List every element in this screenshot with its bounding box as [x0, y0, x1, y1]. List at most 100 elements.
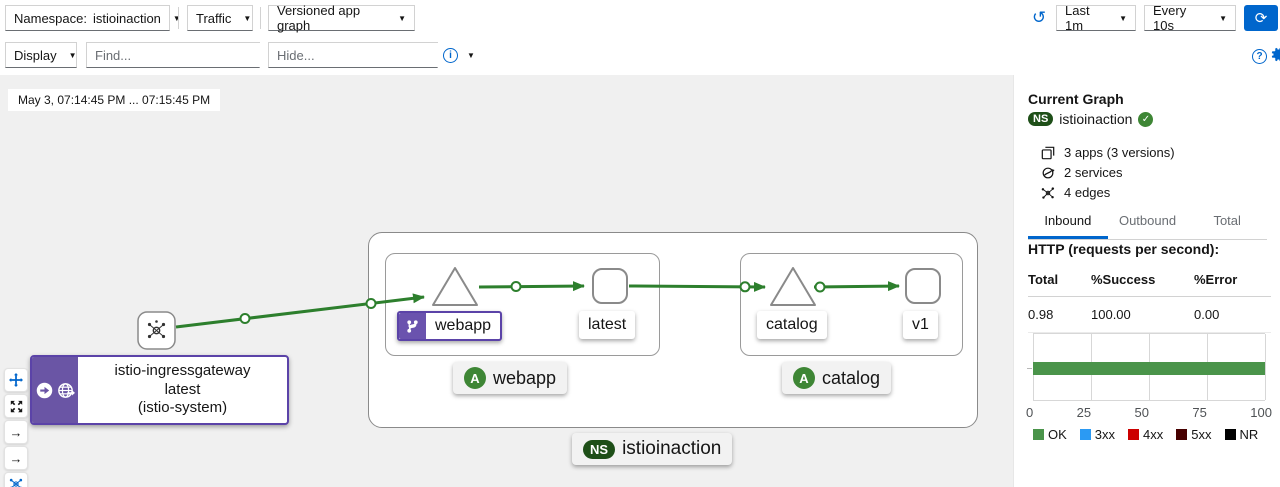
- settings-gear-icon[interactable]: [1271, 47, 1280, 62]
- gateway-node-label[interactable]: istio-ingressgateway latest (istio-syste…: [30, 355, 289, 425]
- hide-all-edges-button[interactable]: →: [4, 446, 28, 470]
- col-success: %Success: [1091, 272, 1156, 287]
- col-total: Total: [1028, 272, 1059, 287]
- tab-total[interactable]: Total: [1213, 213, 1241, 228]
- help-icon[interactable]: ?: [1252, 49, 1267, 64]
- gateway-label-text: istio-ingressgateway latest (istio-syste…: [114, 361, 251, 417]
- applications-icon: [1041, 146, 1055, 159]
- edge-waypoint: [510, 281, 522, 292]
- toolbar-divider: [260, 7, 261, 29]
- service-label-catalog[interactable]: catalog: [757, 311, 827, 339]
- graph-type-value: Versioned app graph: [277, 3, 361, 33]
- graph-type-select[interactable]: Versioned app graph ▼: [268, 3, 415, 33]
- edge-waypoint: [739, 281, 751, 293]
- col-error: %Error: [1194, 272, 1238, 287]
- refresh-button[interactable]: ⟳: [1244, 5, 1278, 31]
- hide-healthy-edges-button[interactable]: →: [4, 420, 28, 444]
- display-select[interactable]: Display ▼: [5, 42, 77, 68]
- refresh-interval-select[interactable]: Every 10s ▼: [1144, 3, 1236, 33]
- namespace-select[interactable]: Namespace: istioinaction ▼: [5, 5, 181, 31]
- app-badge: A: [464, 367, 486, 389]
- summary-apps-row: 3 apps (3 versions): [1041, 145, 1175, 160]
- node-service-webapp[interactable]: [432, 267, 478, 306]
- edge-webapp-to-latest[interactable]: [478, 281, 585, 292]
- node-service-catalog[interactable]: [770, 267, 816, 306]
- workload-label-latest[interactable]: latest: [579, 311, 636, 339]
- refresh-interval-value: Every 10s: [1153, 3, 1187, 33]
- app-group-label-catalog[interactable]: A catalog: [782, 362, 892, 394]
- tab-inbound[interactable]: Inbound: [1028, 206, 1108, 239]
- zoom-to-fit-button[interactable]: [4, 394, 28, 418]
- time-range-value: Last 1m: [1065, 3, 1090, 33]
- namespace-badge: NS: [583, 439, 616, 459]
- rps-bar: [1033, 362, 1265, 375]
- total-value: 0.98: [1028, 307, 1054, 322]
- edge-waypoint: [365, 298, 377, 309]
- http-rps-title: HTTP (requests per second):: [1028, 241, 1220, 257]
- y-axis-tick: [1027, 368, 1032, 369]
- edge-waypoint: [814, 281, 826, 293]
- time-history-icon[interactable]: ↺: [1032, 8, 1047, 27]
- hide-field: ▼: [268, 42, 475, 68]
- namespace-badge: NS: [1028, 112, 1054, 126]
- graph-layout-button[interactable]: [4, 472, 28, 487]
- chevron-down-icon: ▼: [1219, 13, 1227, 23]
- edges-icon: [1041, 186, 1055, 199]
- chevron-down-icon: ▼: [1119, 13, 1127, 23]
- find-field: ▼: [86, 42, 293, 68]
- traffic-tabs: Inbound Outbound Total: [1028, 206, 1267, 240]
- traffic-select[interactable]: Traffic ▼: [187, 5, 253, 31]
- edge-waypoint: [239, 313, 251, 324]
- legend-item: 4xx: [1128, 427, 1163, 442]
- secondary-toolbar: Display ▼ ▼ ▼ i ?: [0, 38, 1280, 75]
- refresh-icon: ⟳: [1254, 10, 1268, 27]
- panel-title: Current Graph: [1028, 91, 1124, 107]
- display-label: Display: [14, 47, 57, 63]
- node-istio-ingressgateway[interactable]: [137, 311, 176, 350]
- panel-namespace-name[interactable]: istioinaction: [1059, 111, 1133, 127]
- tab-outbound[interactable]: Outbound: [1118, 213, 1177, 228]
- table-row: 0.98 100.00 0.00: [1028, 297, 1271, 333]
- http-rates-table: Total %Success %Error 0.98 100.00 0.00: [1028, 266, 1271, 333]
- chevron-down-icon: ▼: [68, 50, 77, 60]
- services-icon: [1042, 167, 1055, 178]
- traffic-label: Traffic: [196, 10, 232, 26]
- chevron-down-icon: ▼: [172, 13, 181, 23]
- service-label-webapp[interactable]: webapp: [397, 311, 503, 341]
- legend-item: 3xx: [1079, 427, 1115, 442]
- graph-canvas[interactable]: May 3, 07:14:45 PM ... 07:15:45 PM: [0, 75, 1013, 487]
- node-workload-v1[interactable]: [905, 268, 941, 304]
- chevron-down-icon[interactable]: ▼: [467, 50, 475, 60]
- mesh-icon: [147, 320, 166, 339]
- chevron-down-icon: ▼: [398, 13, 406, 23]
- time-range-select[interactable]: Last 1m ▼: [1056, 3, 1136, 33]
- hide-input[interactable]: [269, 43, 461, 67]
- node-workload-latest[interactable]: [592, 268, 628, 304]
- error-value: 0.00: [1194, 307, 1220, 322]
- gateway-globe-icon: [57, 382, 75, 398]
- find-input[interactable]: [87, 43, 279, 67]
- workload-label-v1[interactable]: v1: [903, 311, 938, 339]
- pan-mode-button[interactable]: [4, 368, 28, 392]
- info-icon[interactable]: i: [443, 48, 458, 63]
- success-value: 100.00: [1091, 307, 1131, 322]
- app-group-label-webapp[interactable]: A webapp: [453, 362, 568, 394]
- health-check-icon: ✓: [1138, 111, 1154, 127]
- chevron-down-icon: ▼: [243, 13, 252, 23]
- graph-timestamp: May 3, 07:14:45 PM ... 07:15:45 PM: [8, 89, 221, 111]
- gateway-badges: [32, 357, 78, 423]
- graph-summary-panel: Current Graph NS istioinaction ✓ 3 apps …: [1013, 75, 1280, 487]
- namespace-value: istioinaction: [92, 10, 161, 26]
- summary-services-row: 2 services: [1041, 165, 1175, 180]
- namespace-label: Namespace:: [14, 10, 87, 26]
- legend-item: OK: [1033, 427, 1067, 442]
- edge-gateway-to-webapp[interactable]: [175, 293, 425, 329]
- namespace-group-label[interactable]: NS istioinaction: [572, 433, 733, 465]
- app-badge: A: [793, 367, 815, 389]
- graph-controls: → →: [4, 368, 28, 487]
- legend-item: NR: [1224, 427, 1258, 442]
- primary-toolbar: Namespace: istioinaction ▼ Traffic ▼ Ver…: [0, 0, 1280, 38]
- edge-catalog-to-v1[interactable]: [813, 281, 900, 292]
